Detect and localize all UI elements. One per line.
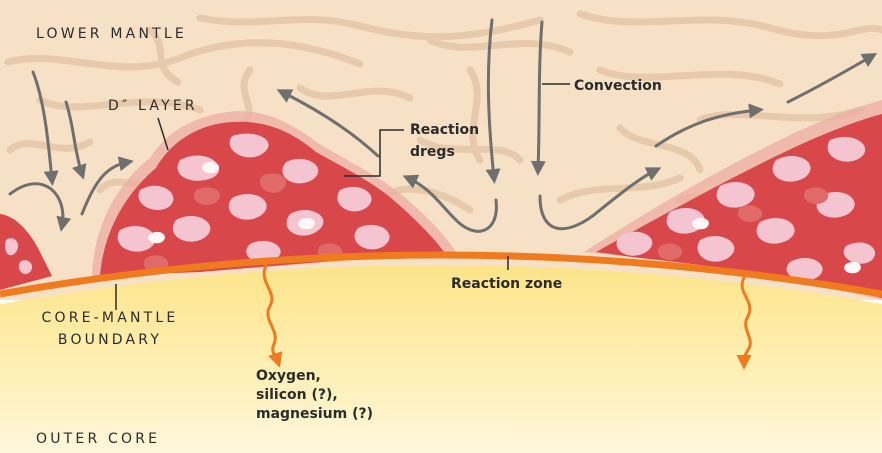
reaction-dregs-label: Reaction (410, 122, 479, 138)
escaping-elements-label-line2: silicon (?), (256, 387, 338, 403)
core-mantle-boundary-label: CORE-MANTLE (42, 310, 179, 326)
reaction-zone-label: Reaction zone (451, 276, 562, 292)
outer-core-region (0, 265, 882, 453)
outer-core-label: OUTER CORE (36, 431, 160, 447)
reaction-dregs-label-line2: dregs (410, 144, 455, 160)
lower-mantle-label: LOWER MANTLE (36, 26, 187, 42)
d-layer-label: D″ LAYER (108, 98, 198, 114)
escaping-elements-label-line3: magnesium (?) (256, 406, 373, 422)
escaping-elements-label: Oxygen, (256, 368, 321, 384)
convection-label: Convection (574, 78, 662, 94)
core-mantle-boundary-label-line2: BOUNDARY (58, 332, 162, 348)
